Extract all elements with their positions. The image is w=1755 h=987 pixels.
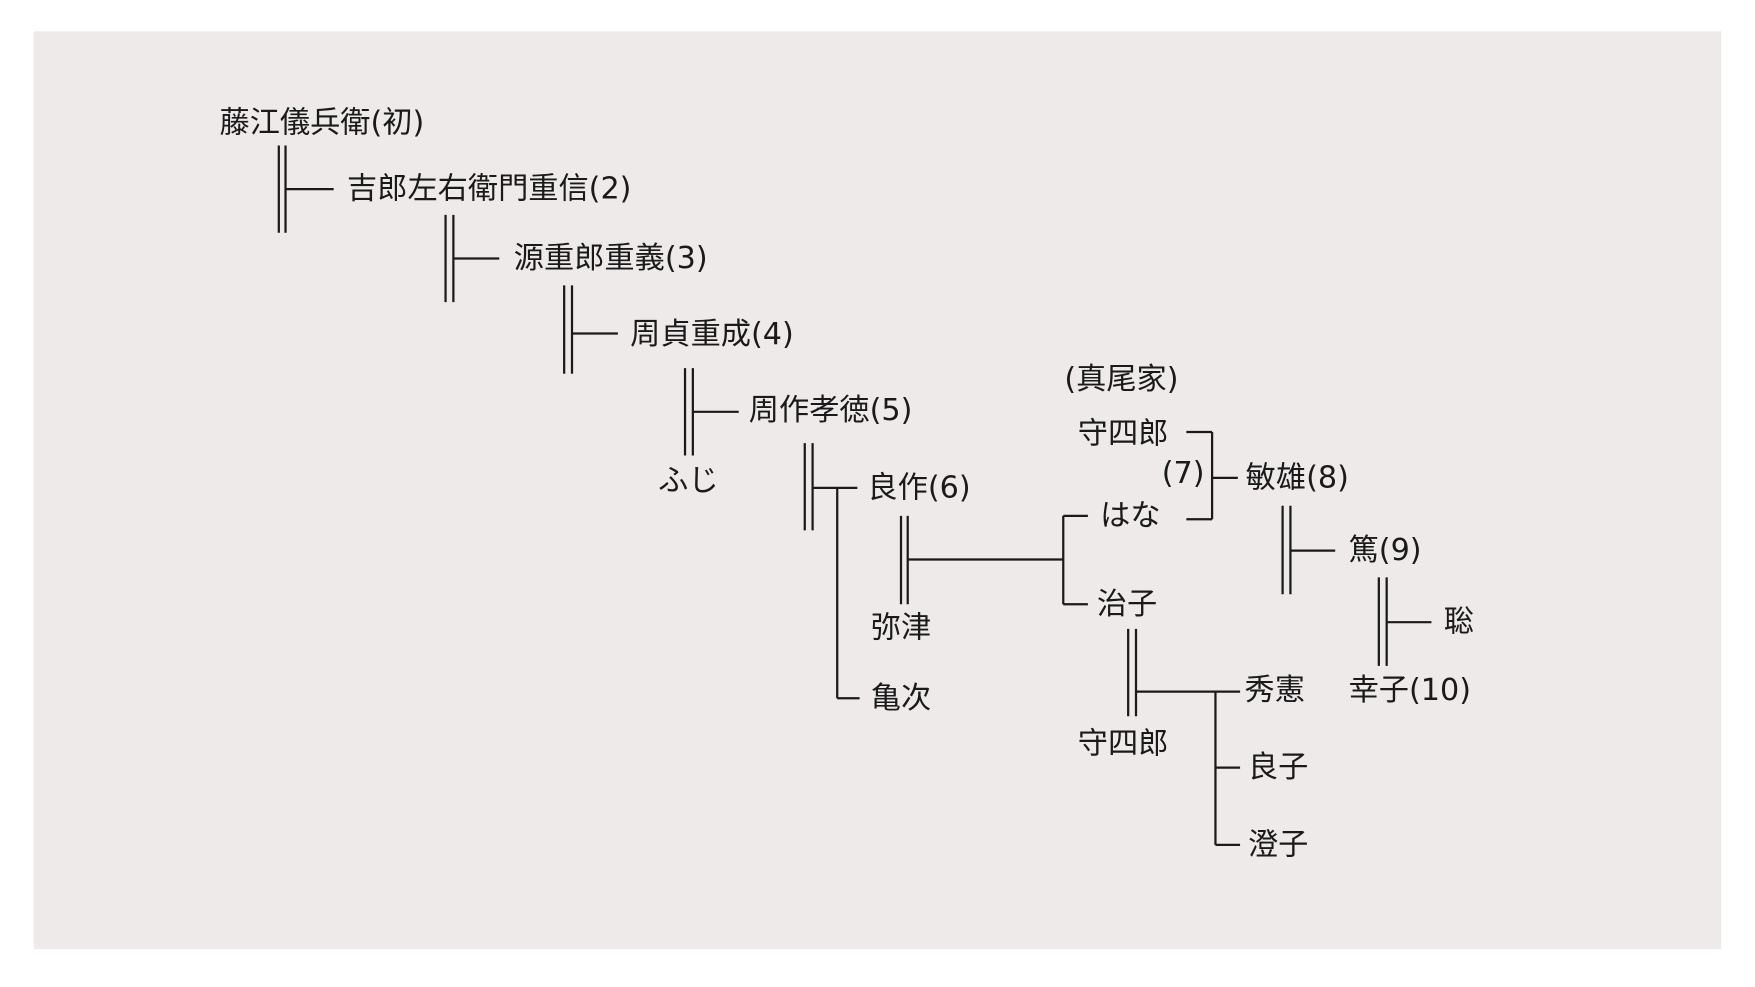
diagram-background (33, 31, 1722, 949)
generation-marker-7: (7) (1162, 456, 1205, 491)
tree-labels: 藤江儀兵衛(初) 吉郎左右衛門重信(2) 源重郎重義(3) 周貞重成(4) 周作… (220, 106, 1474, 863)
person-hana: はな (1100, 498, 1160, 533)
person-haruko: 治子 (1097, 587, 1157, 622)
marriage-line-haruko (1127, 628, 1241, 846)
person-hidenori: 秀憲 (1245, 673, 1305, 708)
person-shishiro-top: 守四郎 (1078, 417, 1169, 452)
person-gen9: 篤(9) (1349, 533, 1422, 568)
person-gen10-child: 聡 (1444, 605, 1474, 640)
person-yoshiko: 良子 (1248, 750, 1308, 785)
marriage-bracket-7 (1186, 430, 1238, 521)
person-gen9-spouse: 幸子(10) (1349, 673, 1471, 708)
person-gen1: 藤江儀兵衛(初) (220, 106, 425, 141)
person-gen6-sibling: 亀次 (871, 681, 931, 716)
person-gen4: 周貞重成(4) (630, 317, 794, 352)
person-gen5: 周作孝徳(5) (749, 393, 913, 428)
marriage-line-gen4 (683, 368, 739, 456)
marriage-line-gen2 (444, 214, 500, 303)
person-gen2: 吉郎左右衛門重信(2) (347, 172, 631, 207)
person-sumiko: 澄子 (1248, 827, 1308, 862)
person-gen8: 敏雄(8) (1246, 460, 1349, 495)
marriage-line-gen3 (563, 285, 618, 374)
marriage-line-gen8 (1281, 505, 1336, 595)
marriage-line-gen5 (803, 443, 860, 700)
person-gen6: 良作(6) (867, 470, 970, 505)
person-gen3: 源重郎重義(3) (514, 241, 708, 276)
person-gen6-spouse: 弥津 (871, 610, 931, 645)
marriage-line-gen1 (277, 145, 334, 233)
marriage-line-gen6 (899, 514, 1088, 606)
person-shishiro-bottom: 守四郎 (1078, 727, 1169, 762)
maternal-house-label: (真尾家) (1064, 362, 1178, 397)
tree-lines (277, 145, 1432, 846)
person-gen5-spouse: ふじ (658, 464, 718, 499)
marriage-line-gen9 (1377, 577, 1432, 666)
